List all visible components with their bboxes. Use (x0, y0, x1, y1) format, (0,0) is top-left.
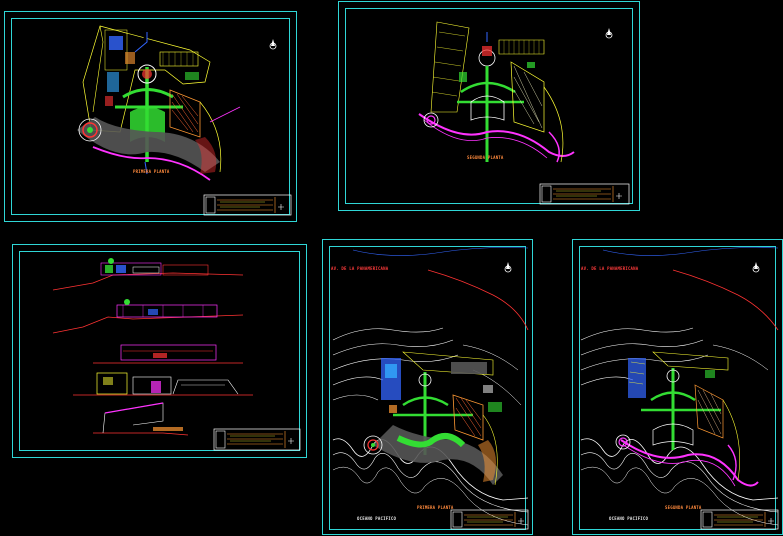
elevation-3 (93, 344, 243, 364)
contour-lines (580, 247, 779, 526)
ocean-label: OCEANO PACIFICO (357, 516, 397, 521)
ocean-label: OCEANO PACIFICO (609, 516, 649, 521)
sheet-inner-frame (19, 251, 300, 451)
title-block (539, 183, 630, 205)
plan-label: PRIMERA PLANTA (133, 169, 170, 174)
elevation-4 (73, 372, 253, 396)
site-plan-drawing (580, 247, 779, 530)
avenue-label: AV. DE LA PANAMERICANA (581, 266, 639, 271)
north-arrow-icon (504, 262, 512, 273)
building-plan (418, 21, 575, 163)
floor-plan-drawing (418, 21, 630, 205)
plan-label: SEGUNDA PLANTA (665, 505, 702, 510)
site-plan-drawing (332, 247, 529, 530)
north-arrow-icon (605, 28, 613, 39)
plan-label: PRIMERA PLANTA (417, 505, 454, 510)
elevation-2 (52, 299, 244, 334)
title-block (450, 509, 529, 530)
drawing-sheet-elevations[interactable] (12, 244, 307, 458)
sheet-inner-frame (579, 246, 776, 530)
drawing-sheet-site-segunda-planta[interactable]: AV. DE LA PANAMERICANA OCEANO PACIFICO S… (572, 239, 783, 535)
plan-label: SEGUNDA PLANTA (467, 155, 504, 160)
building-plan (615, 351, 759, 487)
title-block (213, 428, 301, 451)
floor-plan-drawing (77, 25, 292, 216)
building-plan (363, 351, 503, 486)
sheet-inner-frame (345, 8, 633, 204)
north-arrow-icon (752, 262, 760, 273)
north-arrow-icon (269, 39, 277, 50)
avenue-label: AV. DE LA PANAMERICANA (331, 266, 389, 271)
drawing-sheet-primera-planta[interactable]: PRIMERA PLANTA (4, 11, 297, 222)
sheet-inner-frame (329, 246, 526, 530)
title-block (203, 194, 292, 216)
elevation-1 (52, 258, 244, 291)
drawing-sheet-site-primera-planta[interactable]: AV. DE LA PANAMERICANA OCEANO PACIFICO P… (322, 239, 533, 535)
drawing-sheet-segunda-planta[interactable]: SEGUNDA PLANTA (338, 1, 640, 211)
building-plan (77, 25, 241, 181)
elevations-drawing (52, 258, 301, 451)
elevation-5 (93, 402, 189, 436)
contour-lines (332, 247, 529, 526)
title-block (700, 509, 779, 530)
sheet-inner-frame (11, 18, 290, 215)
